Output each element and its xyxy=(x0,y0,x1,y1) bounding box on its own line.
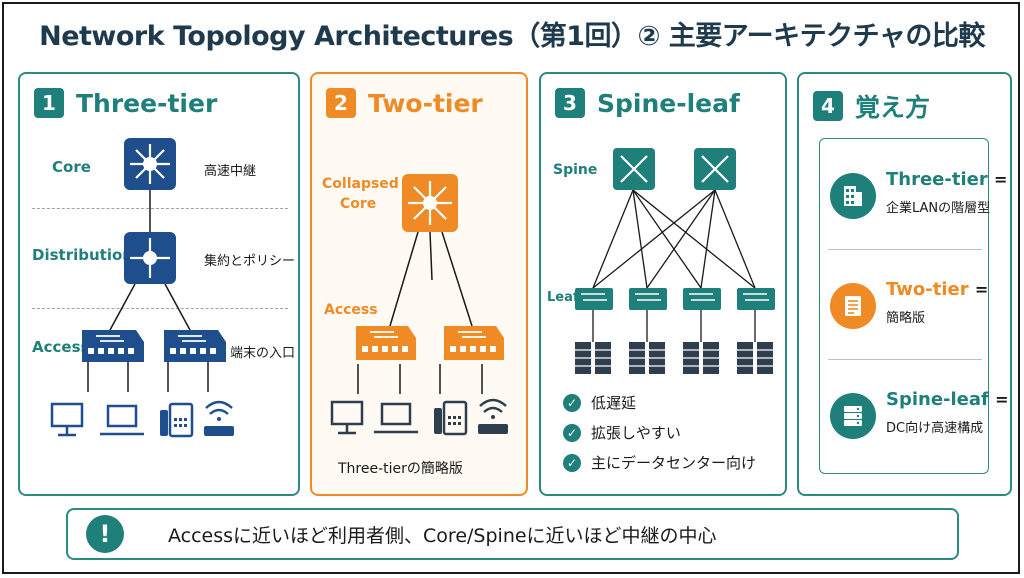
benefit-list: ✓ 低遅延 ✓ 拡張しやすい ✓ 主にデータセンター向け xyxy=(563,392,756,482)
check-icon: ✓ xyxy=(563,453,581,472)
check-icon: ✓ xyxy=(563,423,581,442)
panel-header: 4 覚え方 xyxy=(813,88,930,124)
memo-item-name: Three-tier xyxy=(886,169,988,190)
memo-eq: = xyxy=(995,390,1009,409)
collapsed-core-line2: Core xyxy=(340,196,377,212)
panel-title: Spine-leaf xyxy=(597,88,740,118)
panel-number: 3 xyxy=(555,88,585,118)
memo-item-two-tier: Two-tier = 簡略版 xyxy=(820,261,988,351)
collapsed-core-line1: Collapsed xyxy=(322,176,399,192)
access-switch-icon xyxy=(164,330,226,362)
document-icon xyxy=(830,283,876,329)
benefit-item: ✓ 主にデータセンター向け xyxy=(563,452,756,473)
memo-item-desc: 簡略版 xyxy=(886,311,926,326)
memo-eq: = xyxy=(974,280,989,299)
panel-two-tier: 2 Two-tier Collapsed Core Access Three-t… xyxy=(310,72,528,496)
access-switch-icon xyxy=(82,330,144,362)
page-title: Network Topology Architectures（第1回）② 主要ア… xyxy=(39,21,985,52)
core-switch-icon xyxy=(124,138,176,190)
check-icon: ✓ xyxy=(563,393,581,412)
panel-header: 2 Two-tier xyxy=(326,88,483,118)
memo-item-three-tier: Three-tier = 企業LANの階層型 xyxy=(820,151,1007,241)
memo-divider xyxy=(828,359,982,360)
memo-item-desc: 企業LANの階層型 xyxy=(886,201,991,216)
spine-switch-icon xyxy=(613,148,655,190)
panel-title: Two-tier xyxy=(368,88,483,118)
panel-header: 1 Three-tier xyxy=(34,88,217,118)
panel-number: 4 xyxy=(813,91,843,121)
memo-box: Three-tier = 企業LANの階層型 Two-tier = 簡略版 Sp… xyxy=(819,138,1009,474)
laptop-icon xyxy=(100,404,144,436)
two-tier-diagram xyxy=(330,174,508,436)
divider xyxy=(32,208,288,209)
summary-banner: ! Accessに近いほど利用者側、Core/Spineに近いほど中継の中心 xyxy=(66,508,959,560)
benefit-text: 主にデータセンター向け xyxy=(591,454,757,472)
memo-item-spine-leaf: Spine-leaf = DC向け高速構成 xyxy=(820,371,1009,461)
memo-item-title: Spine-leaf = xyxy=(886,389,1009,410)
benefit-item: ✓ 拡張しやすい xyxy=(563,422,756,443)
memo-item-title: Two-tier = xyxy=(886,279,988,300)
panel-header: 3 Spine-leaf xyxy=(555,88,740,118)
benefit-text: 拡張しやすい xyxy=(591,424,681,442)
leaf-switch-icon xyxy=(575,288,613,310)
phone-icon xyxy=(160,402,194,438)
access-label: Access xyxy=(324,302,378,318)
layer-access-desc: 端末の入口 xyxy=(230,346,296,361)
panel-title: 覚え方 xyxy=(855,93,931,122)
distribution-switch-icon xyxy=(124,232,176,284)
memo-item-name: Spine-leaf xyxy=(886,389,989,410)
memo-item-desc: DC向け高速構成 xyxy=(886,421,984,436)
memo-eq: = xyxy=(994,170,1008,189)
leaf-switch-icon xyxy=(737,288,775,310)
spine-label: Spine xyxy=(553,162,598,178)
leaf-switch-icon xyxy=(683,288,721,310)
memo-divider xyxy=(828,249,982,250)
panel-number: 2 xyxy=(326,88,356,118)
memo-item-name: Two-tier xyxy=(886,279,969,300)
spine-leaf-diagram xyxy=(575,148,775,374)
spine-switch-icon xyxy=(694,148,736,190)
monitor-icon xyxy=(50,402,84,437)
panel-three-tier: 1 Three-tier Core 高速中継 Distribution 集約とポ… xyxy=(18,72,300,496)
layer-access-label: Access xyxy=(32,338,90,356)
access-switch-icon xyxy=(356,326,416,360)
divider xyxy=(32,308,288,309)
collapsed-core-switch-icon xyxy=(402,174,458,232)
server-icon xyxy=(830,393,876,439)
collapsed-core-label: Collapsed Core xyxy=(322,174,399,214)
summary-text: Accessに近いほど利用者側、Core/Spineに近いほど中継の中心 xyxy=(168,524,717,547)
benefit-item: ✓ 低遅延 xyxy=(563,392,756,413)
access-switch-icon xyxy=(444,326,504,360)
three-tier-diagram xyxy=(50,138,234,438)
wifi-router-icon xyxy=(478,398,508,434)
laptop-icon xyxy=(374,402,418,434)
two-tier-caption: Three-tierの簡略版 xyxy=(338,461,463,477)
monitor-icon xyxy=(330,400,364,435)
leaf-label: Leaf xyxy=(547,290,579,305)
leaf-switch-icon xyxy=(629,288,667,310)
memo-item-title: Three-tier = xyxy=(886,169,1007,190)
benefit-text: 低遅延 xyxy=(591,394,637,412)
exclamation-icon: ! xyxy=(86,515,124,553)
layer-core-label: Core xyxy=(52,158,91,176)
panel-memo: 4 覚え方 Three-tier = 企業LANの階層型 Two-tier = … xyxy=(797,72,1012,496)
layer-distribution-desc: 集約とポリシー xyxy=(204,254,296,269)
panel-spine-leaf: 3 Spine-leaf Spine Leaf xyxy=(539,72,787,496)
layer-distribution-label: Distribution xyxy=(32,246,133,264)
building-icon xyxy=(830,173,876,219)
layer-core-desc: 高速中継 xyxy=(204,164,257,179)
phone-icon xyxy=(434,400,468,436)
panel-number: 1 xyxy=(34,88,64,118)
panel-title: Three-tier xyxy=(76,88,218,118)
wifi-router-icon xyxy=(204,400,234,436)
